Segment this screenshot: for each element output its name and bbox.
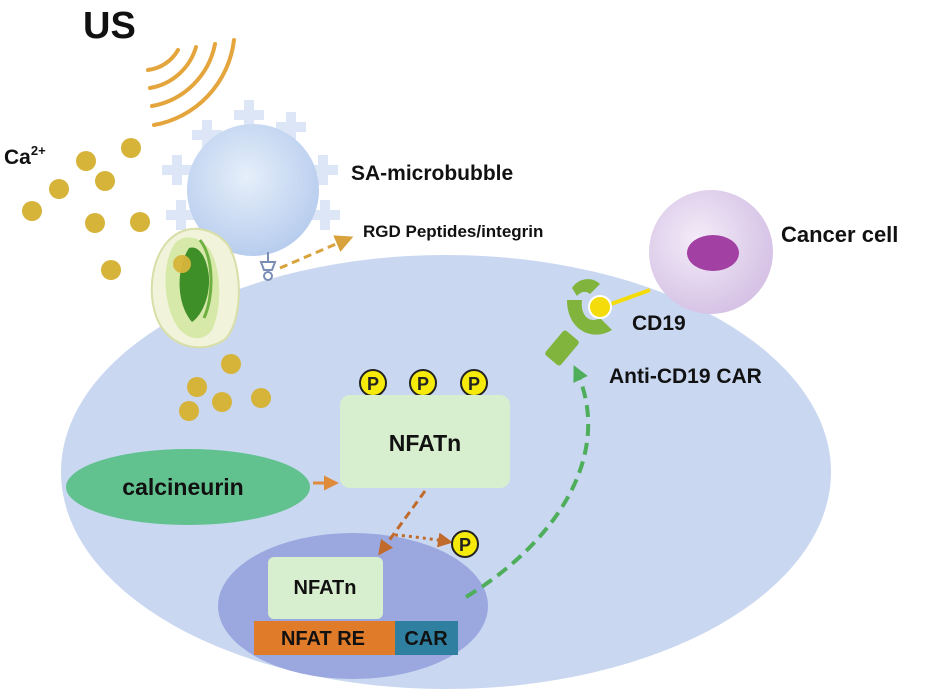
cancer-cell-icon [649, 190, 773, 314]
phosphate-icon: P [460, 369, 488, 397]
car-receptor-icon [545, 279, 651, 366]
calcineurin-ellipse [66, 449, 310, 525]
nfat-re-label: NFAT RE [281, 628, 365, 650]
nfatn-nucleus-label: NFATn [294, 577, 357, 599]
calcineurin-label: calcineurin [122, 474, 243, 500]
calcium-ion [221, 354, 241, 374]
car-gene-box [395, 621, 458, 655]
car-expression-arrow [464, 365, 591, 599]
calcium-ion [212, 392, 232, 412]
svg-text:P: P [367, 374, 379, 394]
calcium-ion [179, 401, 199, 421]
calcium-ion [251, 388, 271, 408]
svg-text:P: P [468, 374, 480, 394]
calcium-ion [101, 260, 121, 280]
nfatn-cytoplasm-box [340, 395, 510, 488]
calcium-ion [22, 201, 42, 221]
calcium-ion [85, 213, 105, 233]
cd19-icon [588, 295, 612, 319]
nfatn-nucleus-box [268, 557, 383, 619]
cancer-cell-label: Cancer cell [781, 222, 898, 247]
phosphate-icon: P [409, 369, 437, 397]
svg-text:P: P [459, 535, 471, 555]
us-label: US [83, 5, 136, 47]
svg-text:P: P [417, 374, 429, 394]
car-gene-label: CAR [404, 628, 448, 650]
nfatn-cytoplasm-label: NFATn [389, 430, 461, 456]
nfat-re-box [254, 621, 395, 655]
calcium-ion [187, 377, 207, 397]
integrin-linker-icon [259, 252, 277, 281]
rgd-label: RGD Peptides/integrin [363, 222, 543, 241]
released-phosphate-icon: P [451, 530, 479, 558]
calcium-ion [121, 138, 141, 158]
ion-channel-icon [150, 227, 240, 349]
phosphate-group: P P P [359, 369, 488, 397]
phosphate-icon: P [359, 369, 387, 397]
dephosphorylation-arrow [394, 532, 453, 548]
calcium-label: Ca2+ [4, 143, 46, 169]
microbubble-label: SA-microbubble [351, 162, 513, 185]
calcium-ion [130, 212, 150, 232]
car-receptor-label: Anti-CD19 CAR [609, 365, 762, 388]
microbubble-icon [162, 100, 340, 256]
cd19-label: CD19 [632, 312, 686, 335]
calcium-ion [76, 151, 96, 171]
calcium-ions [22, 138, 271, 421]
calcium-ion [49, 179, 69, 199]
calcium-ion [95, 171, 115, 191]
ultrasound-waves-icon [146, 38, 236, 127]
